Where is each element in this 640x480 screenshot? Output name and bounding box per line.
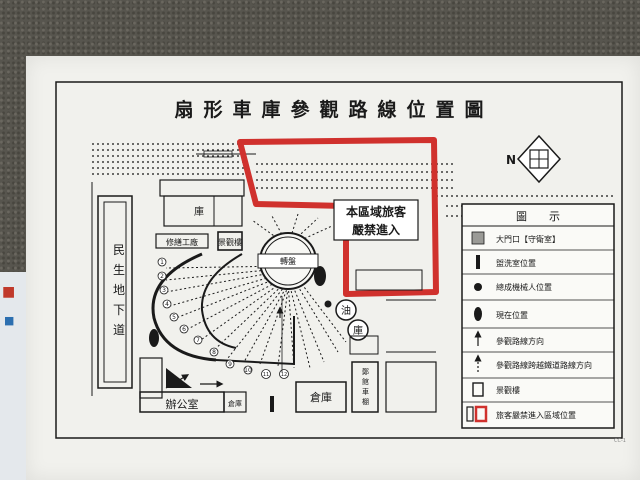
garage-block [163, 195, 243, 227]
current-position-marker [314, 266, 326, 286]
svg-text:1: 1 [160, 259, 164, 266]
warehouse-small [223, 391, 247, 413]
svg-text:辦公室: 辦公室 [166, 397, 199, 411]
turntable: 轉盤 [257, 232, 319, 290]
map-title: 扇形車庫參觀路線位置圖 [174, 98, 493, 121]
top-building [159, 179, 245, 197]
svg-text:景觀樓: 景觀樓 [496, 385, 520, 395]
legend-title: 圖 示 [516, 210, 560, 223]
red-box-icon [474, 405, 488, 423]
svg-text:旅客嚴禁進入區域位置: 旅客嚴禁進入區域位置 [496, 410, 576, 420]
svg-text:參觀路線方向: 參觀路線方向 [496, 336, 544, 346]
compass-icon: N [506, 134, 562, 184]
svg-text:盥洗室位置: 盥洗室位置 [496, 258, 536, 268]
svg-text:倉庫: 倉庫 [228, 399, 242, 408]
svg-text:3: 3 [162, 287, 166, 294]
black-triangle [166, 368, 192, 388]
svg-text:4: 4 [165, 301, 169, 308]
svg-text:9: 9 [228, 361, 232, 368]
svg-text:2: 2 [160, 273, 164, 280]
map-svg: 扇形車庫參觀路線位置圖 N 民生地下道 庫 修繕工廠 景觀 [55, 81, 626, 444]
rectangle-outline-icon [472, 382, 484, 397]
svg-text:CC-1: CC-1 [614, 438, 626, 444]
svg-text:本區域旅客: 本區域旅客 [346, 204, 407, 219]
svg-text:6: 6 [182, 326, 186, 333]
svg-text:7: 7 [196, 337, 200, 344]
oval-marker-left [149, 329, 159, 347]
restroom-marker [270, 396, 274, 412]
restricted-zone: 本區域旅客 嚴禁進入 [237, 137, 439, 297]
compass-letter: N [506, 153, 516, 167]
tank-1 [335, 299, 357, 321]
wing-building [351, 361, 379, 413]
svg-text:12: 12 [281, 372, 287, 378]
svg-text:參觀路線跨越鐵道路線方向: 參觀路線跨越鐵道路線方向 [496, 360, 592, 370]
underpass [97, 195, 133, 389]
svg-text:景觀樓: 景觀樓 [218, 237, 242, 247]
bar-rectangle-icon [476, 255, 480, 269]
svg-text:大門口【守衛室】: 大門口【守衛室】 [496, 234, 560, 244]
svg-text:鄭館車棚: 鄭館車棚 [362, 367, 369, 406]
svg-text:8: 8 [212, 349, 216, 356]
robot-position-marker [324, 300, 332, 308]
svg-text:修繕工廠: 修繕工廠 [166, 237, 198, 247]
tank-2 [347, 319, 369, 341]
map-frame [55, 81, 623, 439]
black-dot-icon [474, 283, 482, 291]
svg-text:10: 10 [244, 367, 252, 374]
grey-square-icon [471, 231, 485, 245]
svg-text:總成機械人位置: 總成機械人位置 [496, 282, 552, 292]
svg-text:倉庫: 倉庫 [310, 390, 332, 404]
svg-text:5: 5 [172, 314, 176, 321]
svg-text:嚴禁進入: 嚴禁進入 [352, 222, 400, 237]
restricted-notice [333, 199, 419, 241]
small-building [139, 357, 163, 399]
warehouse [295, 381, 347, 413]
fan-tracks [165, 213, 347, 369]
repair-factory [155, 233, 209, 249]
black-oval-icon [474, 307, 482, 321]
svg-text:轉盤: 轉盤 [280, 256, 296, 266]
svg-text:庫: 庫 [353, 324, 363, 337]
tower [217, 231, 243, 251]
svg-text:民生地下道: 民生地下道 [113, 243, 125, 337]
svg-text:11: 11 [263, 372, 269, 378]
map-board: 扇形車庫參觀路線位置圖 N 民生地下道 庫 修繕工廠 景觀 [26, 56, 640, 480]
right-building [385, 361, 437, 413]
stall-numbers: 1 2 3 4 5 6 7 8 9 10 11 12 [157, 257, 289, 379]
legend: 圖 示 大門口【守衛室】 盥洗室位置 總成機械人位置 現在位置 參觀路線方向 [461, 203, 615, 429]
svg-text:現在位置: 現在位置 [496, 310, 528, 320]
svg-text:庫: 庫 [194, 205, 204, 218]
svg-text:油: 油 [341, 304, 351, 317]
